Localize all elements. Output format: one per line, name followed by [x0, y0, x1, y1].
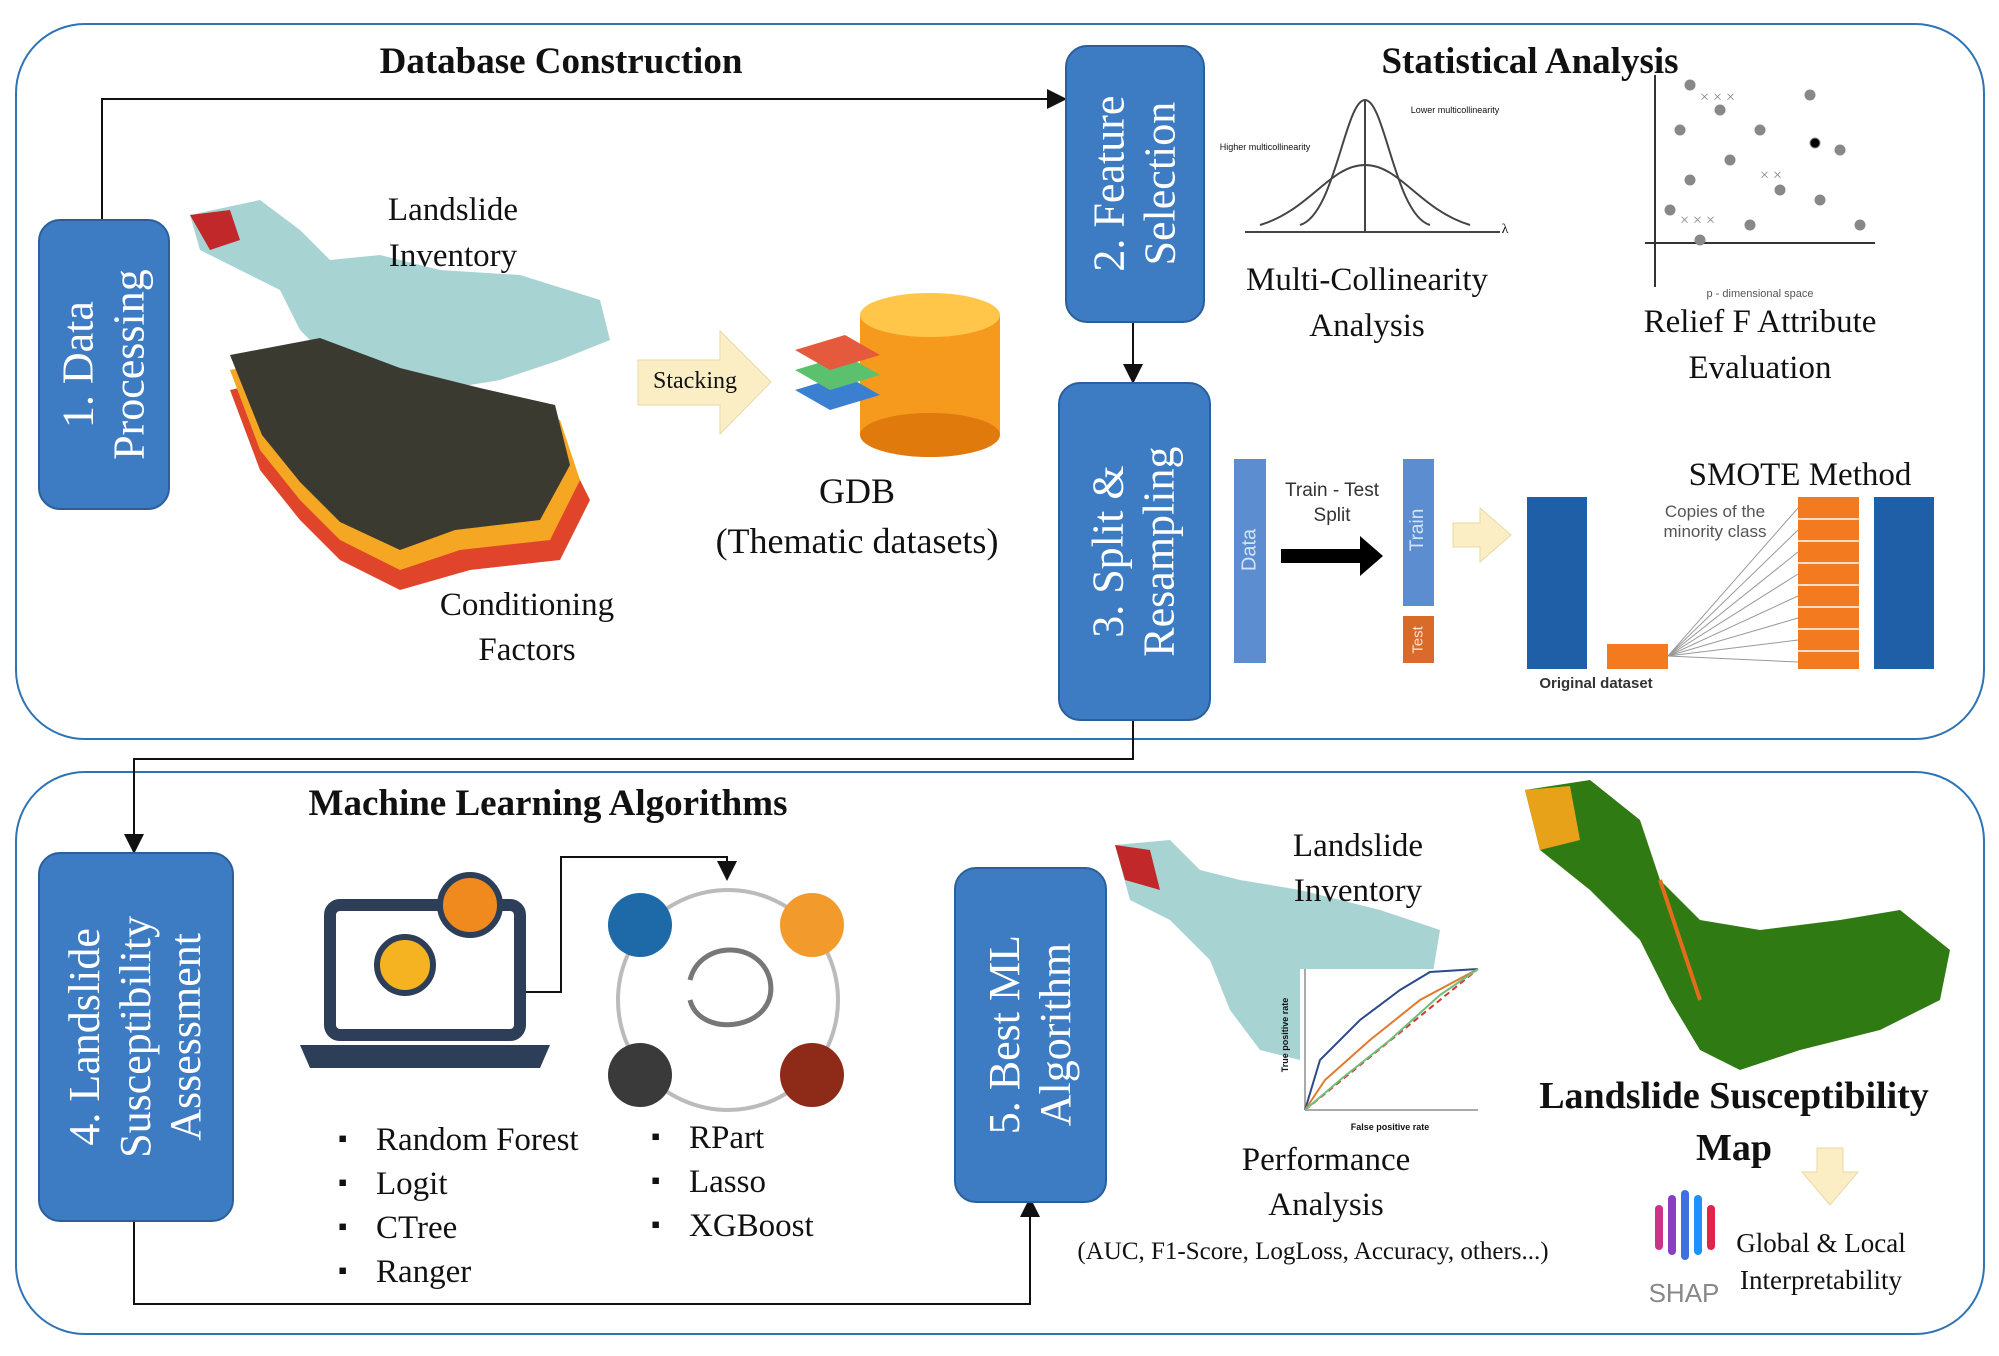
top-panel — [15, 23, 1985, 740]
relieff-label-2: Evaluation — [1688, 350, 1832, 386]
step-4-label: 4. Landslide Susceptibility Assessment — [60, 916, 211, 1158]
step-3-split-resampling: 3. Split & Resampling — [1058, 382, 1211, 721]
metrics-label: (AUC, F1-Score, LogLoss, Accuracy, other… — [1077, 1238, 1549, 1265]
train-test-label-1: Train - Test — [1285, 480, 1379, 501]
step-4-susceptibility-assessment: 4. Landslide Susceptibility Assessment — [38, 852, 234, 1222]
connector-4-to-5 — [133, 1197, 1040, 1305]
original-dataset-label: Original dataset — [1539, 675, 1653, 692]
connector-1-to-2 — [101, 89, 1067, 219]
interpretability-label-1: Global & Local — [1736, 1228, 1906, 1258]
conditioning-factors-label-2: Factors — [478, 632, 576, 668]
test-bar-label: Test — [1409, 626, 1427, 654]
relieff-scatter: × × × × × × × × — [1645, 75, 1875, 287]
down-arrow — [1800, 1147, 1860, 1206]
connector-3-to-4 — [124, 717, 1134, 854]
database-icon — [795, 293, 1000, 457]
balanced-majority-bar — [1874, 497, 1934, 669]
step-3-label: 3. Split & Resampling — [1083, 446, 1184, 657]
susceptibility-map — [1525, 780, 1950, 1070]
lambda-axis-label: λ — [1501, 222, 1509, 237]
conditioning-factors-label-1: Conditioning — [439, 587, 615, 623]
algorithm-item: XGBoost — [651, 1208, 814, 1245]
relieff-label-1: Relief F Attribute — [1643, 304, 1877, 340]
thematic-datasets-label: (Thematic datasets) — [715, 521, 999, 561]
connectors — [101, 89, 1143, 1305]
algorithm-item: Ranger — [338, 1254, 471, 1291]
roc-y-label: True positive rate — [1280, 997, 1290, 1073]
interpretability-label-2: Interpretability — [1740, 1265, 1902, 1295]
algorithm-item: Lasso — [651, 1164, 766, 1201]
smote-minority-stack — [1798, 497, 1859, 669]
data-bar — [1234, 459, 1266, 663]
multicollinearity-label-1: Multi-Collinearity — [1246, 262, 1488, 298]
laptop-gears-icon — [300, 872, 550, 1068]
conditioning-factors-stack — [230, 338, 590, 590]
svg-text:× × ×: × × × — [1680, 212, 1715, 229]
database-construction-title: Database Construction — [379, 41, 743, 82]
stacking-arrow — [637, 329, 772, 436]
ai-circle-icon — [608, 888, 844, 1112]
algorithm-item: Logit — [338, 1166, 447, 1203]
roc-chart — [1300, 968, 1480, 1119]
resample-arrow — [1452, 506, 1512, 564]
split-graphics — [1234, 459, 1934, 669]
gdb-label: GDB — [818, 471, 896, 511]
p-dimensional-space-label: p - dimensional space — [1706, 288, 1814, 300]
stacking-label: Stacking — [653, 368, 737, 394]
copies-label-2: minority class — [1663, 522, 1767, 541]
inventory-label-2: Inventory — [1293, 873, 1423, 909]
multicollinearity-label-2: Analysis — [1309, 308, 1425, 344]
minority-bar — [1607, 644, 1668, 669]
shap-logo-text: SHAP — [1648, 1278, 1720, 1308]
split-arrow — [1281, 536, 1383, 576]
step-2-label: 2. Feature Selection — [1084, 96, 1184, 272]
connector-laptop-to-ai — [485, 856, 737, 993]
svg-text:× ×: × × — [1760, 167, 1782, 184]
majority-bar — [1527, 497, 1587, 669]
landslide-inventory-label-1: Landslide — [387, 192, 519, 228]
performance-label-2: Analysis — [1268, 1187, 1384, 1223]
susceptibility-map-title-2: Map — [1696, 1127, 1772, 1169]
data-bar-label: Data — [1238, 528, 1261, 572]
train-bar — [1403, 459, 1434, 606]
step-5-best-ml: 5. Best ML Algorithm — [954, 867, 1107, 1203]
inventory-label-1: Landslide — [1292, 828, 1424, 864]
step-2-feature-selection: 2. Feature Selection — [1065, 45, 1205, 323]
roc-x-label: False positive rate — [1350, 1122, 1430, 1132]
test-bar — [1403, 616, 1434, 663]
ml-algorithms-title: Machine Learning Algorithms — [308, 783, 788, 824]
multicollinearity-chart — [1245, 98, 1500, 233]
copies-label-1: Copies of the — [1664, 502, 1766, 521]
step-5-label: 5. Best ML Algorithm — [979, 935, 1080, 1135]
algorithm-item: Random Forest — [338, 1122, 578, 1159]
bottom-panel — [15, 771, 1985, 1335]
landslide-inventory-label-2: Inventory — [388, 238, 518, 274]
susceptibility-map-title-1: Landslide Susceptibility — [1539, 1075, 1929, 1117]
algorithm-item: CTree — [338, 1210, 457, 1247]
shap-logo-icon — [1655, 1190, 1715, 1260]
smote-method-title: SMOTE Method — [1688, 457, 1912, 493]
landslide-inventory-map — [190, 200, 610, 390]
statistical-analysis-title: Statistical Analysis — [1381, 41, 1679, 82]
svg-text:× × ×: × × × — [1700, 89, 1735, 106]
performance-label-1: Performance — [1241, 1142, 1411, 1178]
step-1-label: 1. Data Processing — [53, 269, 153, 460]
train-test-label-2: Split — [1313, 505, 1351, 526]
higher-multicollinearity-label: Higher multicollinearity — [1219, 142, 1311, 152]
algorithm-item: RPart — [651, 1120, 764, 1157]
train-bar-label: Train — [1407, 508, 1428, 552]
lower-multicollinearity-label: Lower multicollinearity — [1410, 105, 1500, 115]
step-1-data-processing: 1. Data Processing — [38, 219, 170, 510]
